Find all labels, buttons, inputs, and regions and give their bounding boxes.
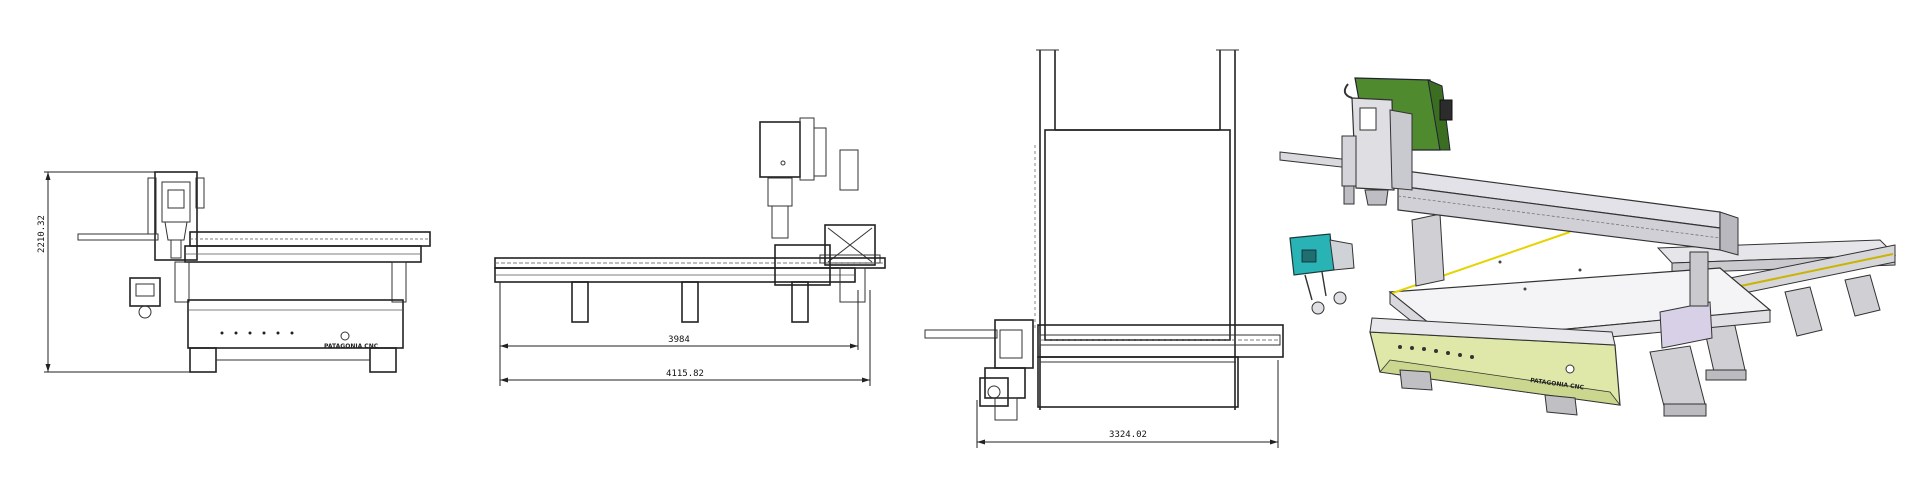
isometric-view-render: PATAGONIA CNC: [1279, 77, 1897, 417]
front-overall-width-dimension: 4115.82: [666, 369, 704, 379]
side-base-holes: [220, 331, 350, 341]
top-view-drawing: 3324.02: [924, 49, 1284, 448]
side-height-dimension: 2210.32: [37, 215, 47, 253]
side-logo: PATAGONIA CNC: [324, 343, 379, 350]
side-view-drawing: 2210.32 PAT: [37, 171, 431, 373]
front-view-drawing: 3984 4115.82: [494, 117, 886, 386]
front-inner-width-dimension: 3984: [668, 335, 690, 345]
top-width-dimension: 3324.02: [1109, 430, 1147, 440]
